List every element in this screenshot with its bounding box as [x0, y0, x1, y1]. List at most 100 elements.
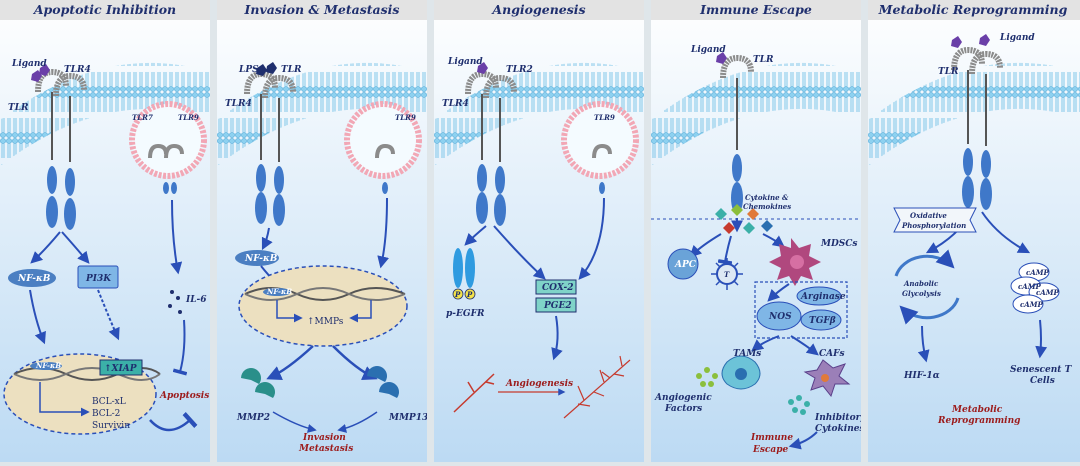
nfkb-complex: [235, 250, 279, 266]
ligand-icon: [31, 70, 42, 82]
panel-angiogenesis: Angiogenesis Ligand TLR2 TLR4 TLR9 P P p…: [434, 0, 644, 462]
label-inhibitory: Inhibitory: [814, 413, 861, 423]
mmp13-icon: [367, 366, 399, 398]
suppressor-box: [754, 281, 848, 339]
label-ligand: Ligand: [11, 59, 47, 69]
glycolysis-cycle-icon: [894, 249, 960, 325]
pge2-box: [535, 297, 577, 313]
dna-icon: [244, 287, 406, 301]
label-xiap: ↑XIAP: [104, 364, 137, 374]
label-tlr4: TLR4: [225, 99, 252, 109]
arginase-cell: [796, 286, 842, 306]
label-cytokine: Cytokine &: [745, 193, 789, 202]
cox2-box: [535, 279, 577, 295]
panel-angiogenesis-art: [434, 0, 644, 462]
label-tlr7: TLR7: [132, 113, 153, 122]
label-ligand: Ligand: [999, 33, 1035, 43]
label-factors: Factors: [664, 404, 702, 414]
endosome: [129, 101, 207, 194]
label-pi3k: PI3K: [85, 274, 112, 284]
endosome: [561, 101, 639, 194]
mdsc-cell: [769, 238, 821, 286]
panel-invasion-labels: LPS TLR TLR4 TLR9 NF-κB NF-κB ↑MMPs MMP2…: [225, 65, 427, 454]
label-escape: Escape: [752, 445, 789, 455]
tlr-receptor: [262, 74, 296, 226]
label-angiogenic: Angiogenic: [654, 393, 712, 403]
panel-immune-art: [651, 0, 861, 462]
label-tlr2: TLR2: [506, 65, 533, 75]
label-hif1a: HIF-1α: [903, 371, 940, 381]
tlr-receptor: [951, 46, 985, 208]
panel-metabolic-art: [868, 0, 1080, 462]
label-apoptosis: Apoptosis: [159, 391, 209, 401]
panel-angiogenesis-labels: Ligand TLR2 TLR4 TLR9 P P p-EGFR COX-2 P…: [442, 57, 615, 389]
label-camp: cAMP: [1020, 300, 1043, 309]
vessel-sprout-icon: [453, 373, 495, 413]
label-tlr: TLR: [753, 55, 774, 65]
mmp2-icon: [241, 367, 275, 398]
panel-title: Invasion & Metastasis: [244, 2, 400, 17]
label-cafs: CAFs: [819, 349, 845, 359]
label-nfkb: NF-κB: [244, 254, 278, 264]
nos-cell: [756, 301, 802, 331]
pi3k-box: [77, 265, 119, 289]
label-p: P: [466, 290, 473, 299]
label-ligand: Ligand: [447, 57, 483, 67]
label-senescent-t: Senescent T: [1010, 365, 1073, 375]
panel-title: Metabolic Reprogramming: [878, 2, 1068, 17]
ligand-icon: [951, 36, 962, 48]
label-tlr9: TLR9: [395, 113, 416, 122]
panel-apoptotic-inhibition: Apoptotic Inhibition Ligand TLR4 TLR TLR…: [0, 0, 210, 462]
label-p: P: [454, 290, 461, 299]
label-pge2: PGE2: [543, 301, 572, 311]
label-nos: NOS: [768, 312, 792, 322]
label-tlr4: TLR4: [442, 99, 469, 109]
label-mmps: ↑MMPs: [307, 317, 344, 327]
tlr-receptor: [720, 54, 754, 214]
label-tlr4: TLR4: [64, 65, 91, 75]
ligand-icon: [979, 34, 990, 46]
panel-invasion-art: [217, 0, 427, 462]
label-nfkb: NF-κB: [17, 274, 51, 284]
panel-invasion-metastasis: Invasion & Metastasis LPS TLR TLR4 TLR9 …: [217, 0, 427, 462]
label-oxidative: Oxidative: [910, 211, 947, 220]
label-metabolic: Metabolic: [951, 405, 1003, 415]
ligand-icon: [477, 62, 488, 74]
label-tlr9: TLR9: [594, 113, 615, 122]
label-camp: cAMP: [1026, 268, 1049, 277]
label-angiogenesis: Angiogenesis: [505, 379, 573, 389]
ligand-icon: [266, 62, 277, 74]
panel-metabolic-reprogramming: Metabolic Reprogramming Ligand TLR Oxida…: [868, 0, 1080, 462]
panel-title: Apoptotic Inhibition: [33, 2, 177, 17]
apc-cell: [667, 248, 699, 280]
label-chemokines: Chemokines: [743, 202, 791, 211]
oxphos-banner: [893, 207, 977, 233]
panel-title: Angiogenesis: [492, 2, 586, 17]
inhibitory-cytokine-dots: [788, 395, 810, 415]
label-camp: cAMP: [1018, 282, 1041, 291]
tlr2-receptor: [483, 74, 517, 226]
label-apc: APC: [674, 260, 697, 270]
label-tlr: TLR: [938, 67, 959, 77]
il6-dots: [168, 290, 182, 314]
label-nfkb-nuclear: NF-κB: [35, 361, 61, 370]
label-tams: TAMs: [733, 349, 761, 359]
pegfr-receptor: [452, 248, 476, 300]
camp-cluster-icon: [1010, 262, 1060, 314]
t-cell: [711, 258, 743, 290]
label-survivin: Survivin: [92, 421, 130, 431]
panel-immune-labels: Ligand TLR Cytokine & Chemokines MDSCs A…: [654, 45, 861, 455]
label-t: T: [724, 270, 730, 279]
tam-cell: [721, 355, 761, 390]
label-mdscs: MDSCs: [820, 239, 858, 249]
label-glycolysis: Glycolysis: [902, 289, 941, 298]
label-cells: Cells: [1030, 376, 1055, 386]
label-pegfr: p-EGFR: [446, 309, 485, 319]
label-tgfb: TGFβ: [809, 316, 836, 326]
label-invasion: Invasion: [302, 433, 346, 443]
panel-apoptotic-labels: Ligand TLR4 TLR TLR7 TLR9 NF-κB PI3K IL-…: [8, 59, 209, 431]
label-mmp2: MMP2: [236, 413, 270, 423]
label-cox2: COX-2: [542, 283, 574, 293]
xiap-box: [99, 359, 143, 376]
